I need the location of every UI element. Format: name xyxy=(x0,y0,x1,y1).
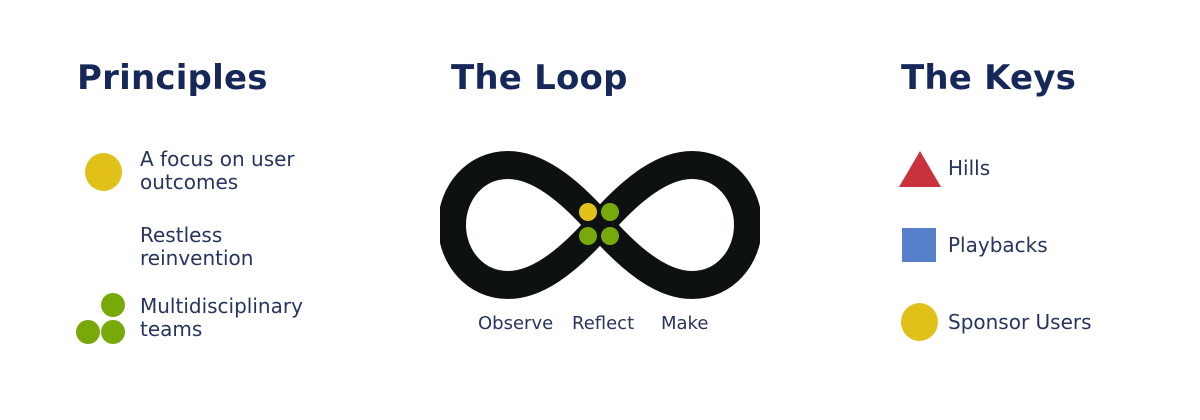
green-dots-cluster-icon xyxy=(76,293,125,344)
loop-dot-green xyxy=(579,227,597,245)
principle-item-user-outcomes: A focus on user outcomes xyxy=(140,148,295,194)
principle-line1: Multidisciplinary xyxy=(140,294,303,318)
principle-item-multidisciplinary-teams: Multidisciplinary teams xyxy=(140,295,303,341)
yellow-circle-icon xyxy=(85,153,122,191)
loop-dot-yellow xyxy=(579,203,597,221)
blue-square-icon xyxy=(902,228,936,262)
principle-line1: A focus on user xyxy=(140,147,295,171)
loop-label-make: Make xyxy=(661,313,709,334)
yellow-circle-icon xyxy=(901,303,938,341)
loop-dot-green xyxy=(601,203,619,221)
loop-label-reflect: Reflect xyxy=(572,313,635,334)
principle-item-restless-reinvention: Restless reinvention xyxy=(140,224,253,270)
principles-heading: Principles xyxy=(77,58,268,98)
principle-line2: reinvention xyxy=(140,246,254,270)
loop-dot-green xyxy=(601,227,619,245)
loop-heading: The Loop xyxy=(451,58,628,98)
principle-line1: Restless xyxy=(140,223,223,247)
loop-label-observe: Observe xyxy=(478,313,554,334)
key-item-hills: Hills xyxy=(948,156,991,180)
infinity-loop-icon xyxy=(440,151,760,299)
red-triangle-icon xyxy=(899,151,941,187)
principle-line2: teams xyxy=(140,317,203,341)
keys-heading: The Keys xyxy=(901,58,1077,98)
principle-line2: outcomes xyxy=(140,170,239,194)
key-item-playbacks: Playbacks xyxy=(948,233,1048,257)
key-item-sponsor-users: Sponsor Users xyxy=(948,310,1092,334)
